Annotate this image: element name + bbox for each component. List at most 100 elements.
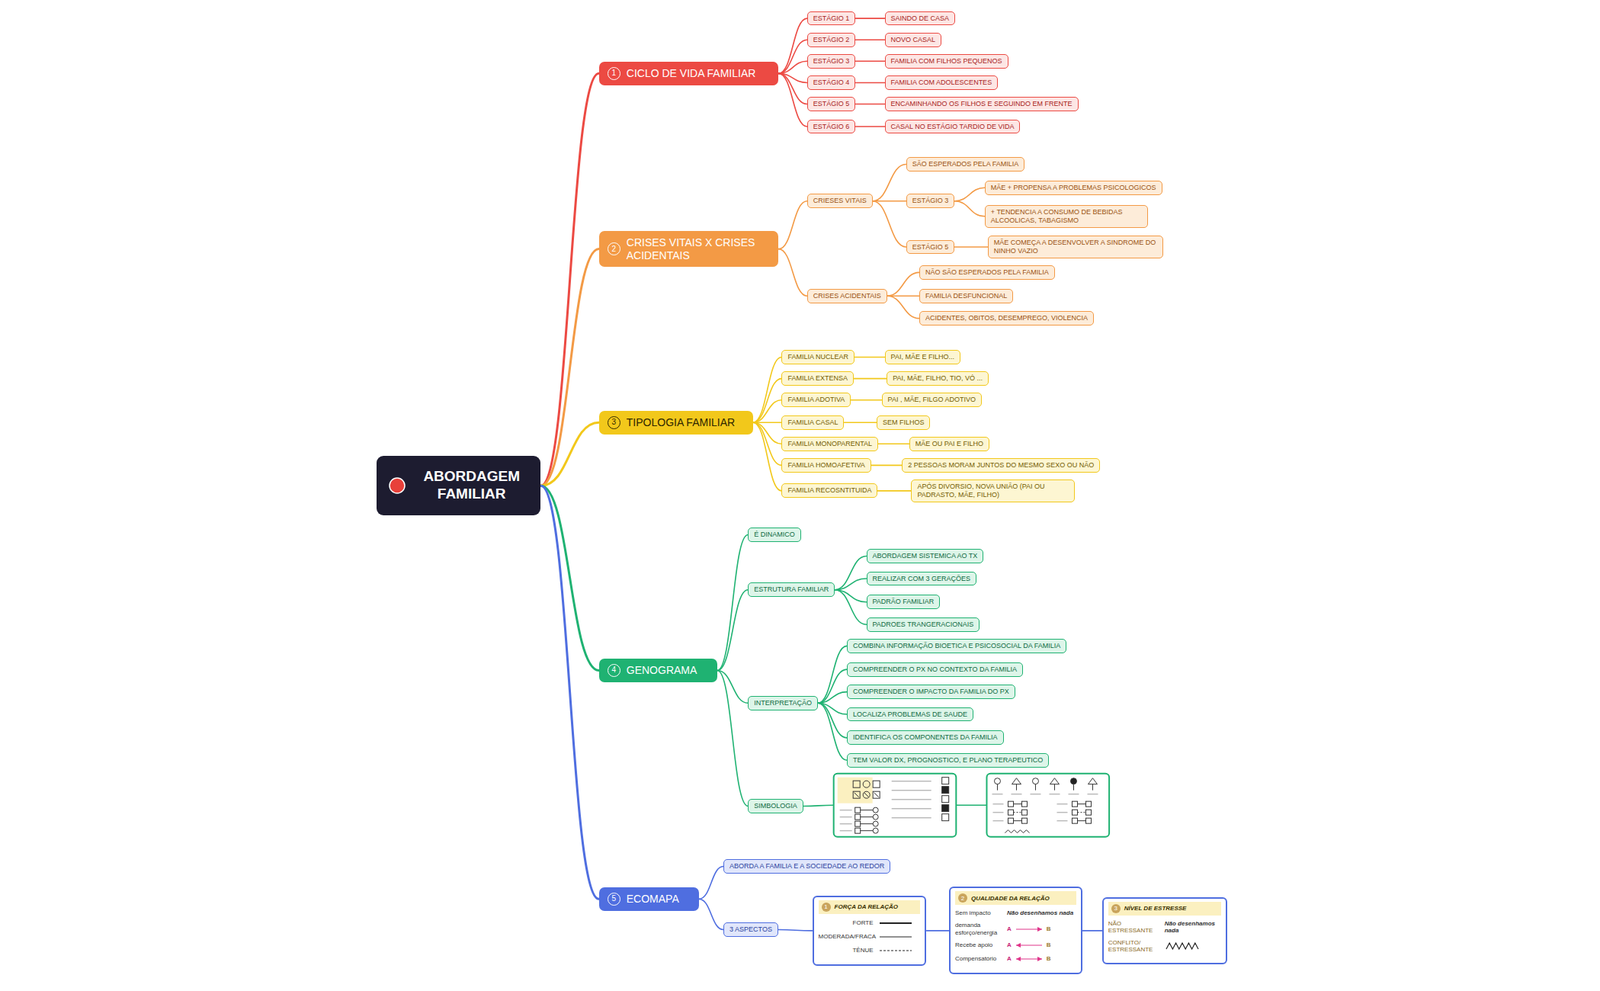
connector	[717, 670, 748, 806]
connector	[853, 378, 887, 380]
line-sample	[878, 945, 914, 956]
connector	[834, 556, 866, 590]
topic-box: FAMILIA NUCLEAR	[781, 349, 855, 365]
connector	[778, 39, 807, 74]
panel-row: Sem impactoNão desenhamos nada	[955, 909, 1077, 918]
branch-box: 4GENOGRAMA	[599, 658, 718, 683]
text-placeholder	[840, 823, 853, 825]
connector	[753, 357, 782, 424]
topic-box: LOCALIZA PROBLEMAS DE SAUDE	[846, 707, 974, 722]
legend-panel: 3NÍVEL DE ESTRESSENÃO ESTRESSANTENão des…	[1102, 897, 1229, 965]
row-text: Recebe apoio	[955, 941, 993, 949]
symbol	[862, 791, 870, 799]
symbol	[942, 795, 950, 803]
panel-row: demanda esforço/energiaAB	[955, 921, 1077, 937]
text-placeholder	[1048, 793, 1060, 796]
topic-box: MÃE COMEÇA A DESENVOLVER A SINDROME DO N…	[987, 235, 1164, 259]
topic-box: PAI, MÃE, FILHO, TIO, VÓ ...	[886, 371, 989, 386]
row-sample	[1164, 941, 1222, 951]
arrow-head	[1016, 942, 1021, 948]
row-text: NÃO ESTRESSANTE	[1108, 920, 1154, 935]
topic-box: FAMILIA RECOSNTITUIDA	[781, 483, 878, 498]
branch-text: TIPOLOGIA FAMILIAR	[626, 416, 735, 430]
connector	[753, 400, 782, 423]
row-sample: Não desenhamos nada	[1164, 920, 1222, 935]
topic-text: FAMILIA HOMOAFETIVA	[787, 461, 865, 469]
symbol	[993, 778, 1001, 785]
panel-title: FORÇA DA RELAÇÃO	[834, 903, 898, 911]
symbol	[872, 827, 879, 834]
connector	[778, 18, 807, 74]
topic-text: PADRÃO FAMILIAR	[872, 597, 935, 606]
topic-box: APÓS DIVORSIO, NOVA UNIÃO (PAI OU PADRAS…	[910, 479, 1075, 503]
topic-text: NÃO SÃO ESPERADOS PELA FAMILIA	[925, 268, 1049, 276]
connector	[855, 125, 885, 128]
topic-box: ESTRUTURA FAMILIAR	[747, 582, 835, 597]
symbol	[1071, 809, 1078, 815]
arrow-sample	[1013, 954, 1045, 964]
topic-box: MÃE OU PAI E FILHO	[909, 436, 990, 452]
connector	[855, 17, 885, 20]
symbol	[1007, 809, 1014, 815]
red-dot	[388, 477, 406, 494]
arrow-sample	[1013, 940, 1045, 950]
topic-text: PAI, MÃE, FILHO, TIO, VÓ ...	[892, 374, 983, 382]
callout-number: 1	[821, 902, 831, 912]
topic-box: CRISES ACIDENTAIS	[807, 288, 888, 304]
end-letter: A	[1006, 955, 1012, 963]
topic-box: ESTÁGIO 5	[807, 96, 857, 112]
text-placeholder	[840, 830, 853, 832]
topic-text: 2 PESSOAS MORAM JUNTOS DO MESMO SEXO OU …	[907, 461, 1094, 469]
topic-box: É DINAMICO	[747, 527, 802, 542]
topic-text: FAMILIA RECOSNTITUIDA	[787, 486, 872, 494]
topic-text: ESTÁGIO 4	[813, 78, 850, 87]
topic-text: MÃE OU PAI E FILHO	[915, 439, 984, 448]
topic-text: ESTÁGIO 3	[813, 57, 850, 65]
symbol	[872, 807, 879, 813]
topic-box: + TENDENCIA A CONSUMO DE BEBIDAS ALCOOLI…	[984, 205, 1148, 228]
topic-box: ABORDA A FAMILIA E A SOCIEDADE AO REDOR	[723, 859, 891, 874]
text-placeholder	[840, 809, 853, 812]
topic-text: ESTÁGIO 2	[813, 35, 850, 44]
text-placeholder	[1056, 803, 1068, 805]
row-sample: Não desenhamos nada	[1006, 909, 1077, 918]
symbol-stem	[1054, 784, 1055, 791]
relation-line	[879, 922, 912, 924]
symbol-mark	[854, 792, 860, 798]
panel-row: CompensatórioAB	[955, 954, 1077, 964]
symbol	[1070, 778, 1077, 785]
connector	[878, 443, 910, 446]
branch-text: CICLO DE VIDA FAMILIAR	[626, 67, 757, 81]
topic-box: ABORDAGEM SISTEMICA AO TX	[866, 548, 985, 564]
topic-box: COMPREENDER O PX NO CONTEXTO DA FAMILIA	[846, 662, 1023, 677]
row-label: CONFLITO/ ESTRESSANTE	[1108, 939, 1161, 954]
connector	[540, 73, 599, 486]
line-sample	[1164, 941, 1200, 951]
callout-number: 2	[607, 242, 621, 256]
text-placeholder	[891, 798, 932, 801]
topic-box: FAMILIA COM ADOLESCENTES	[884, 75, 999, 90]
row-label: Recebe apoio	[955, 941, 1003, 950]
topic-box: SEM FILHOS	[876, 415, 931, 430]
connector	[926, 929, 949, 932]
text-placeholder	[1067, 793, 1079, 796]
zigzag-line	[1004, 830, 1030, 834]
connector	[855, 38, 885, 41]
text-placeholder	[891, 789, 932, 792]
connector	[854, 356, 885, 359]
symbol	[942, 804, 950, 812]
topic-text: É DINAMICO	[753, 530, 796, 539]
topic-box: CASAL NO ESTÁGIO TARDIO DE VIDA	[884, 119, 1021, 135]
symbol-stem	[1092, 784, 1094, 791]
connector	[817, 702, 847, 760]
topic-box: SÃO ESPERADOS PELA FAMILIA	[906, 157, 1026, 172]
arrow-head	[1037, 926, 1043, 932]
symbol-panel	[833, 773, 957, 837]
topic-box: NOVO CASAL	[884, 32, 943, 48]
connector	[834, 589, 866, 626]
row-label: Compensatório	[955, 955, 1003, 963]
row-text: CONFLITO/ ESTRESSANTE	[1108, 939, 1154, 954]
topic-box: FAMILIA EXTENSA	[781, 371, 854, 386]
panel-border	[986, 773, 1110, 837]
